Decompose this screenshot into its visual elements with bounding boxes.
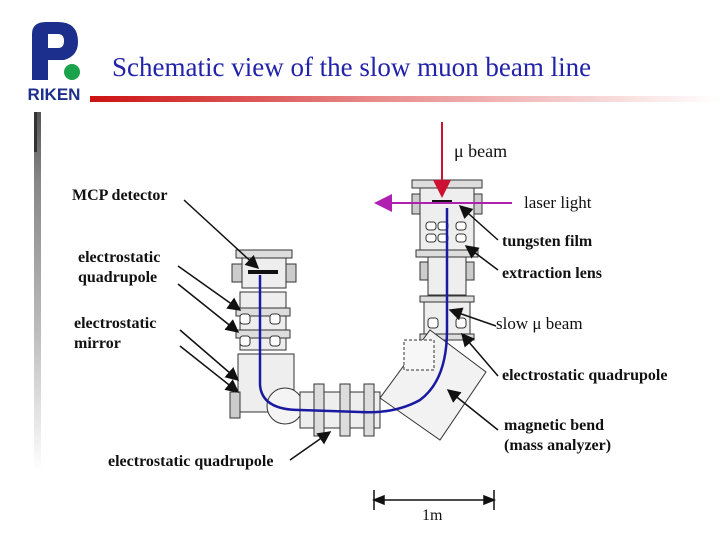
scale-bar	[371, 490, 497, 510]
label-mcp-detector: MCP detector	[72, 187, 168, 204]
label-electrostatic-quadrupole-left-1: electrostatic	[78, 249, 161, 266]
label-mu-beam: μ beam	[454, 141, 508, 161]
riken-logo: RIKEN	[18, 16, 90, 104]
label-electrostatic-quadrupole-left-2: quadrupole	[78, 269, 158, 286]
label-electrostatic-quadrupole-bottom: electrostatic quadrupole	[108, 453, 274, 470]
label-magnetic-bend: magnetic bend	[504, 417, 604, 434]
title-divider	[90, 96, 720, 102]
slide-title: Schematic view of the slow muon beam lin…	[112, 52, 592, 82]
label-slow-mu-beam: slow μ beam	[496, 314, 583, 333]
label-extraction-lens: extraction lens	[502, 265, 602, 282]
logo-text: RIKEN	[28, 85, 81, 104]
label-laser-light: laser light	[524, 193, 592, 212]
label-electrostatic-quadrupole-right: electrostatic quadrupole	[502, 367, 668, 384]
label-mass-analyzer: (mass analyzer)	[504, 437, 612, 454]
riken-logo-mark: RIKEN	[28, 22, 81, 104]
label-tungsten-film: tungsten film	[502, 233, 593, 250]
slow-muon-beam-path	[258, 208, 449, 414]
label-scale: 1m	[422, 507, 443, 524]
left-accent-bar	[34, 112, 41, 472]
left-accent-bar-top	[34, 112, 37, 152]
label-electrostatic-mirror-2: mirror	[74, 335, 121, 352]
label-electrostatic-mirror-1: electrostatic	[74, 315, 157, 332]
